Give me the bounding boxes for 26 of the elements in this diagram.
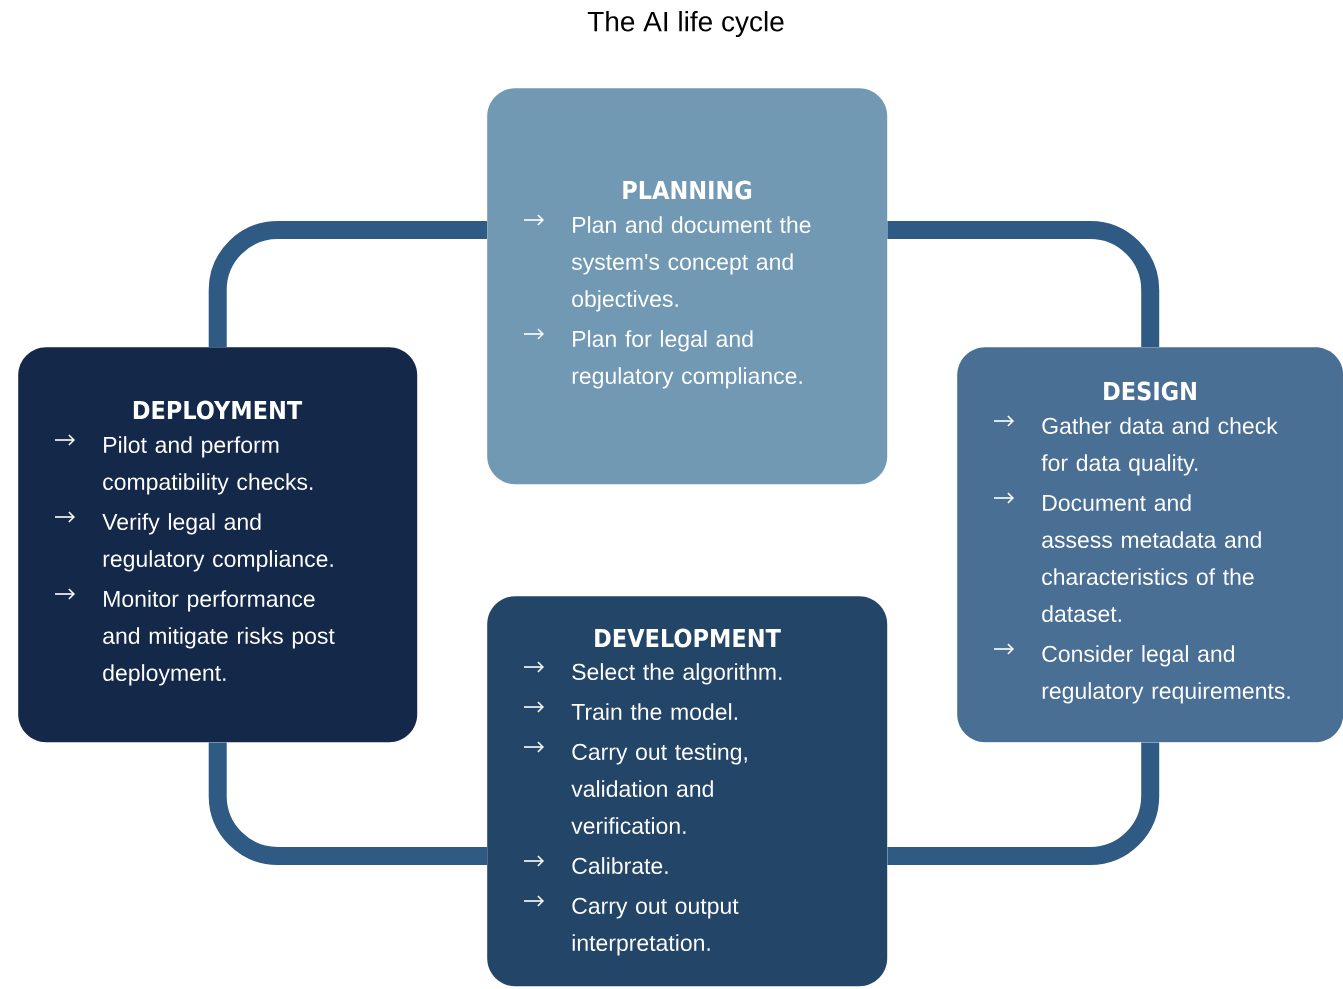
bullet-text: Select the algorithm. <box>572 663 782 685</box>
stage-heading: PLANNING <box>623 180 752 200</box>
bullet-text: Monitor performance and mitigate risks post deployment. <box>103 590 335 686</box>
stage-box <box>487 596 888 987</box>
bullet-text: Pilot and perform compatibility checks. <box>103 436 313 495</box>
stage-heading: DESIGN <box>1104 381 1196 401</box>
connector-line <box>208 221 487 347</box>
bullet-text: Carry out output interpretation. <box>572 897 739 956</box>
bullet-text: Calibrate. <box>572 857 668 875</box>
bullet-text: Gather data and check for data quality. <box>1041 417 1278 476</box>
bullet-text: Consider legal and regulatory requirements. <box>1042 645 1290 704</box>
bullet-text: Train the model. <box>571 703 737 721</box>
bullet-text: Verify legal and regulatory compliance. <box>102 513 333 572</box>
title: The AI life cycle <box>587 10 784 38</box>
stage-heading: DEPLOYMENT <box>133 400 303 420</box>
bullet-text: Plan and document the system's concept and objectives. <box>571 216 811 312</box>
bullet-text: Document and assess metadata and characteristics of the dataset. <box>1042 494 1261 623</box>
stage-box <box>957 347 1343 743</box>
stage-heading: DEVELOPMENT <box>595 628 781 648</box>
stage-box <box>18 347 418 743</box>
connector-line <box>208 742 487 865</box>
connector-line <box>887 742 1160 865</box>
connector-line <box>887 221 1160 347</box>
stage-box <box>487 88 888 485</box>
bullet-text: Plan for legal and regulatory compliance. <box>572 330 802 389</box>
bullet-text: Carry out testing, validation and verification. <box>571 743 747 835</box>
